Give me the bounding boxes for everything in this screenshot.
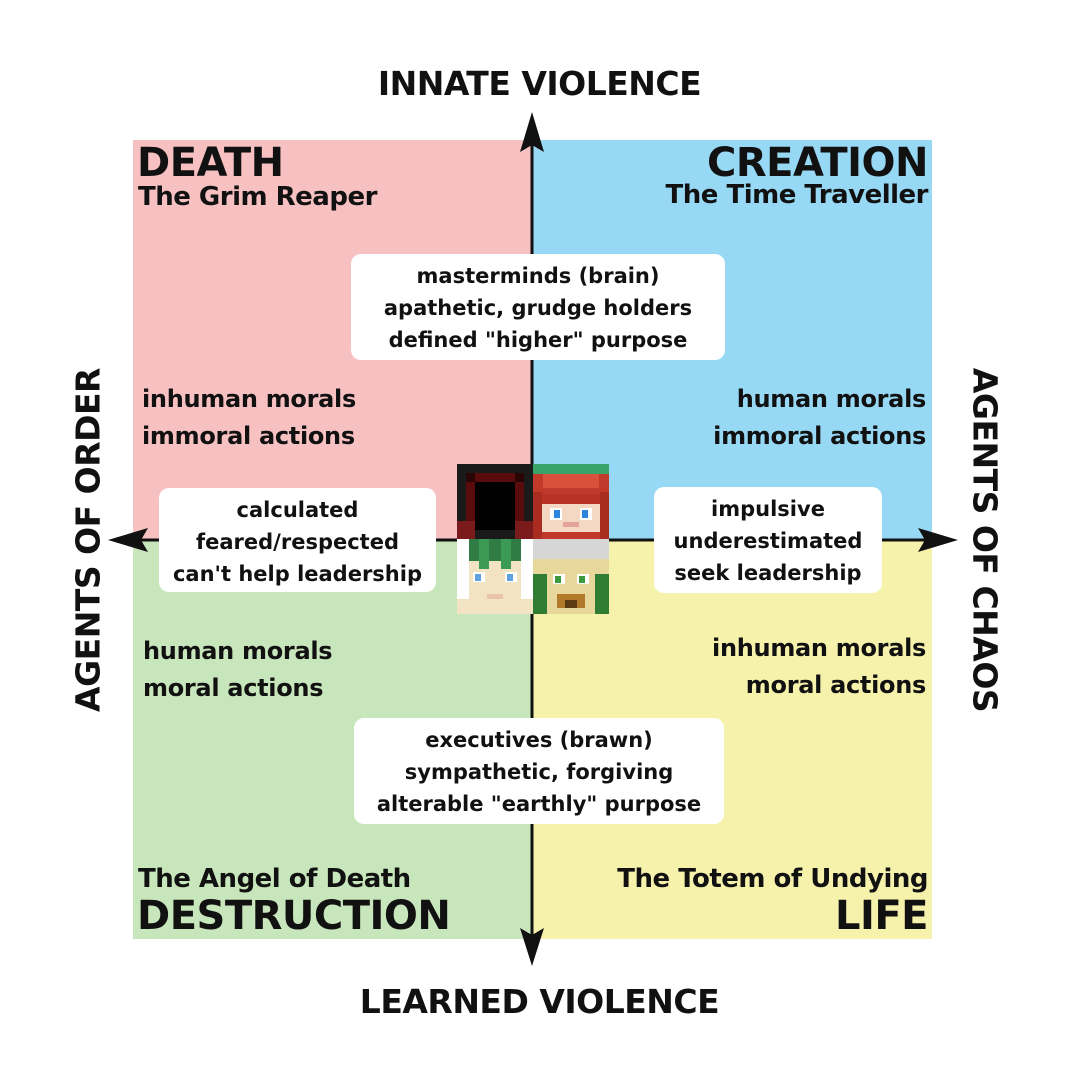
arrow-up-icon bbox=[520, 112, 544, 152]
axis-title-bottom: LEARNED VIOLENCE bbox=[359, 982, 720, 1021]
quadrant-line: immoral actions bbox=[713, 422, 926, 450]
quadrant-subtitle-destruction: The Angel of Death bbox=[138, 864, 411, 894]
box-line: feared/respected bbox=[196, 530, 399, 554]
quadrant-title-destruction: DESTRUCTION bbox=[137, 893, 451, 939]
box-line: defined "higher" purpose bbox=[388, 328, 688, 352]
box-line: seek leadership bbox=[674, 561, 862, 585]
quadrant-subtitle-creation: The Time Traveller bbox=[665, 180, 929, 210]
box-line: alterable "earthly" purpose bbox=[376, 792, 702, 816]
quadrant-title-creation: CREATION bbox=[707, 140, 928, 186]
box-line: executives (brawn) bbox=[425, 728, 653, 752]
quadrant-line: moral actions bbox=[745, 671, 927, 699]
label-box-bottom: executives (brawn) sympathetic, forgivin… bbox=[354, 718, 724, 824]
blonde-haired-avatar bbox=[533, 539, 609, 614]
arrow-down-icon bbox=[520, 928, 544, 966]
label-box-left: calculated feared/respected can't help l… bbox=[159, 488, 436, 592]
quadrant-text-creation: human morals immoral actions bbox=[713, 381, 926, 455]
quadrant-text-destruction: human morals moral actions bbox=[143, 633, 333, 707]
quadrant-title-death: DEATH bbox=[137, 140, 284, 186]
quadrant-line: inhuman morals bbox=[712, 634, 926, 662]
box-line: calculated bbox=[236, 498, 359, 522]
quadrant-line: human morals bbox=[736, 385, 927, 413]
label-box-right: impulsive underestimated seek leadership bbox=[654, 487, 882, 593]
quadrant-line: immoral actions bbox=[142, 422, 355, 450]
hooded-figure-avatar bbox=[457, 464, 533, 539]
box-line: masterminds (brain) bbox=[416, 264, 660, 288]
red-haired-avatar bbox=[533, 464, 609, 539]
quadrant-line: inhuman morals bbox=[142, 385, 356, 413]
quadrant-subtitle-death: The Grim Reaper bbox=[138, 182, 377, 212]
avatar-grid bbox=[457, 464, 609, 614]
label-box-top: masterminds (brain) apathetic, grudge ho… bbox=[351, 254, 725, 360]
arrow-left-icon bbox=[108, 528, 148, 552]
box-line: underestimated bbox=[673, 529, 863, 553]
quadrant-text-death: inhuman morals immoral actions bbox=[142, 381, 356, 455]
box-line: can't help leadership bbox=[172, 562, 422, 586]
arrow-right-icon bbox=[918, 528, 958, 552]
box-line: impulsive bbox=[711, 497, 825, 521]
axis-title-right: AGENTS OF CHAOS bbox=[965, 367, 1005, 713]
green-haired-avatar bbox=[457, 539, 533, 614]
quadrant-subtitle-life: The Totem of Undying bbox=[617, 864, 928, 894]
axis-title-left: AGENTS OF ORDER bbox=[68, 368, 108, 712]
box-line: apathetic, grudge holders bbox=[383, 296, 693, 320]
quadrant-line: human morals bbox=[143, 637, 333, 665]
quadrant-title-life: LIFE bbox=[834, 893, 929, 939]
axis-title-top: INNATE VIOLENCE bbox=[377, 64, 702, 103]
quadrant-text-life: inhuman morals moral actions bbox=[712, 630, 926, 704]
box-line: sympathetic, forgiving bbox=[404, 760, 674, 784]
quadrant-line: moral actions bbox=[143, 674, 324, 702]
